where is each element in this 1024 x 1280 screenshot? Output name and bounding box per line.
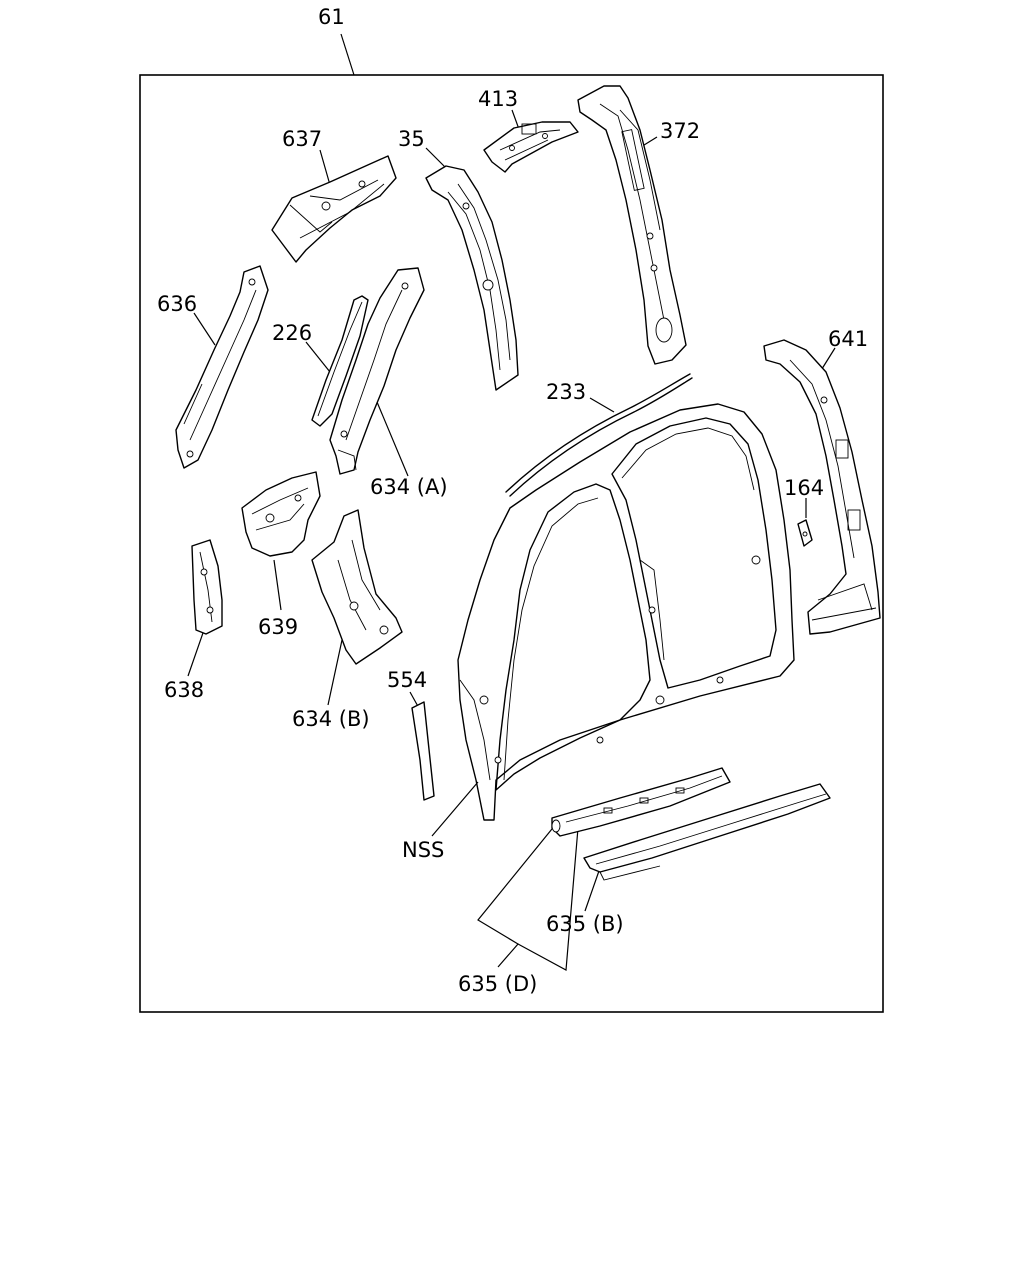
part-226-strip (311, 295, 369, 427)
part-233-molding (505, 373, 693, 497)
part-639-bracket (241, 471, 321, 557)
callout-636: 636 (157, 292, 197, 316)
part-637-bracket (271, 155, 397, 263)
leader-233 (589, 397, 615, 413)
leader-61 (340, 33, 355, 76)
callout-226: 226 (272, 321, 312, 345)
leader-635d (477, 823, 557, 968)
leader-636 (193, 312, 216, 346)
part-35-pillar (425, 165, 519, 391)
part-nss-side-panel (457, 403, 795, 821)
leader-nss (431, 781, 479, 837)
leader-lines (187, 33, 836, 971)
part-164-clip (797, 519, 813, 547)
callout-372: 372 (660, 119, 700, 143)
callout-35: 35 (398, 127, 425, 151)
part-636-pillar (175, 265, 269, 469)
part-635d-rocker (551, 767, 731, 837)
assembly-frame (139, 74, 884, 1013)
leader-639 (273, 559, 282, 611)
callout-413: 413 (478, 87, 518, 111)
leader-226 (305, 341, 331, 373)
callout-61: 61 (318, 5, 345, 29)
part-634a-reinforcement (329, 267, 425, 475)
callout-nss: NSS (402, 838, 444, 862)
part-413-bracket (483, 121, 579, 173)
part-554-trim (411, 701, 435, 801)
leader-637 (319, 149, 331, 186)
part-372-pillar (577, 85, 687, 365)
part-641-pillar (763, 339, 881, 635)
callout-labels: 61 413 372 637 35 636 226 641 233 634 (A… (157, 5, 868, 996)
callout-639: 639 (258, 615, 298, 639)
callout-634a: 634 (A) (370, 475, 448, 499)
leader-638 (187, 629, 205, 677)
callout-635d: 635 (D) (458, 972, 537, 996)
leader-634a (371, 389, 409, 477)
callout-164: 164 (784, 476, 824, 500)
leader-635b (584, 867, 601, 912)
callout-638: 638 (164, 678, 204, 702)
callout-635b: 635 (B) (546, 912, 624, 936)
leader-634b (327, 639, 343, 706)
part-635b-rocker (583, 783, 831, 881)
part-638-pillar (191, 539, 223, 635)
callout-233: 233 (546, 380, 586, 404)
callout-637: 637 (282, 127, 322, 151)
leader-635d-second (517, 827, 579, 971)
callout-634b: 634 (B) (292, 707, 370, 731)
callout-641: 641 (828, 327, 868, 351)
part-634b-reinforcement (311, 509, 403, 665)
callout-554: 554 (387, 668, 427, 692)
